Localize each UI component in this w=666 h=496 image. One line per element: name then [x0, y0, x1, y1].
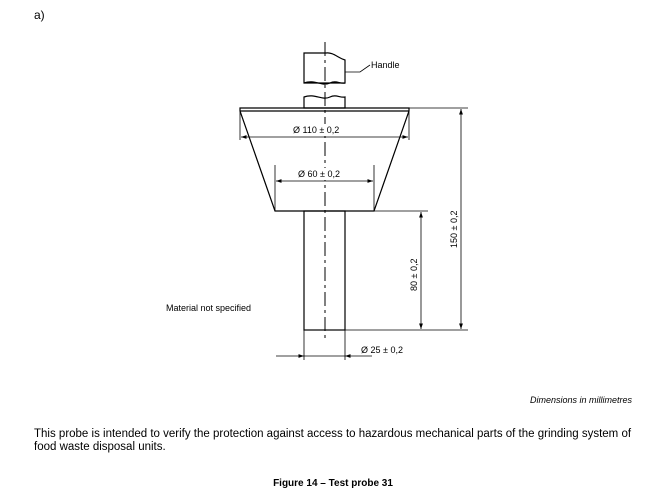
- handle-label: Handle: [371, 60, 400, 70]
- dim-top-diameter: Ø 110 ± 0,2: [293, 125, 339, 135]
- handle-lower: [303, 95, 346, 109]
- dim-total-height: 150 ± 0,2: [449, 211, 459, 248]
- material-note: Material not specified: [166, 303, 251, 313]
- caption: This probe is intended to verify the pro…: [34, 428, 632, 453]
- dim-shaft-diameter: Ø 25 ± 0,2: [361, 345, 403, 355]
- units-note: Dimensions in millimetres: [529, 395, 632, 405]
- figure-title: Figure 14 – Test probe 31: [273, 478, 393, 489]
- test-probe-drawing: Handle Ø 110 ± 0,2 Ø 60 ± 0,2 150 ± 0,2 …: [166, 42, 468, 360]
- panel-label: a): [34, 8, 45, 22]
- handle-upper: [303, 52, 346, 84]
- dim-shaft-height: 80 ± 0,2: [409, 259, 419, 291]
- handle-break: [303, 81, 346, 85]
- dim-mid-diameter: Ø 60 ± 0,2: [298, 169, 340, 179]
